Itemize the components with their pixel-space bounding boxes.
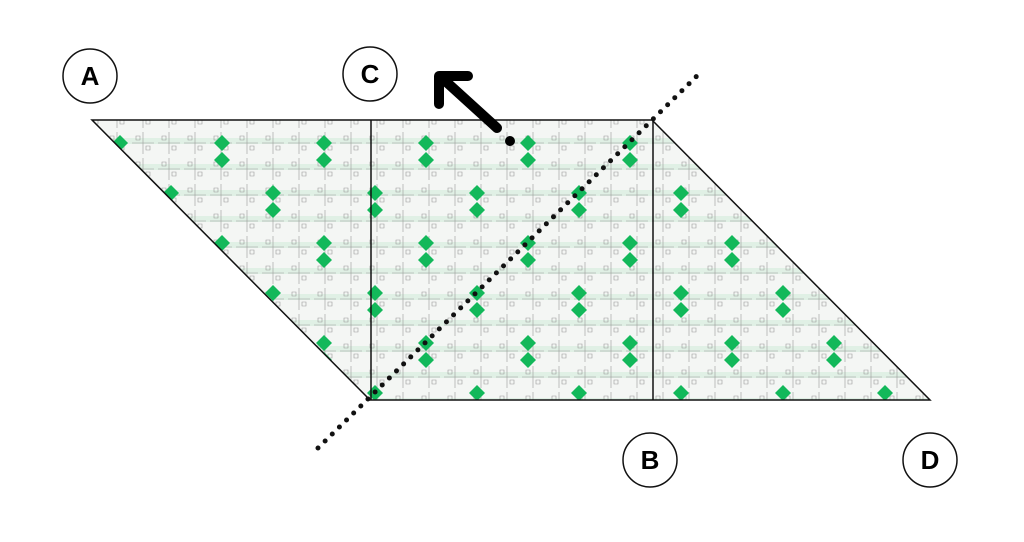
- green-diamond: [112, 252, 128, 268]
- green-diamond: [520, 335, 536, 351]
- green-diamond: [112, 335, 128, 351]
- green-diamond: [418, 235, 434, 251]
- green-diamond: [571, 302, 587, 318]
- green-diamond: [10, 335, 26, 351]
- green-diamond: [418, 252, 434, 268]
- green-diamond: [622, 352, 638, 368]
- green-diamond: [316, 252, 332, 268]
- svg-text:D: D: [921, 445, 940, 475]
- label-b: B: [622, 432, 678, 488]
- green-diamond: [316, 152, 332, 168]
- green-diamond: [61, 202, 77, 218]
- green-diamond: [928, 252, 930, 268]
- green-diamond: [316, 135, 332, 151]
- green-diamond: [826, 252, 842, 268]
- green-diamond: [316, 335, 332, 351]
- label-d: D: [902, 432, 958, 488]
- green-diamond: [775, 302, 791, 318]
- green-diamond: [163, 385, 179, 400]
- green-diamond: [214, 352, 230, 368]
- green-diamond: [928, 235, 930, 251]
- green-diamond: [10, 152, 26, 168]
- green-diamond: [10, 252, 26, 268]
- green-diamond: [775, 185, 791, 201]
- green-diamond: [673, 185, 689, 201]
- green-diamond: [826, 335, 842, 351]
- green-diamond: [673, 302, 689, 318]
- dotted-diagonal: [315, 67, 706, 451]
- green-diamond: [724, 235, 740, 251]
- green-diamond: [418, 152, 434, 168]
- green-diamond: [826, 135, 842, 151]
- green-diamond: [214, 135, 230, 151]
- green-diamond: [673, 385, 689, 400]
- green-diamond: [469, 302, 485, 318]
- green-diamond: [622, 152, 638, 168]
- green-diamond: [61, 302, 77, 318]
- green-diamond: [877, 385, 893, 400]
- green-diamond: [520, 352, 536, 368]
- green-diamond: [877, 302, 893, 318]
- green-diamond: [571, 285, 587, 301]
- green-diamond: [163, 302, 179, 318]
- green-diamond: [928, 352, 930, 368]
- green-diamond: [265, 185, 281, 201]
- label-c: C: [342, 46, 398, 102]
- green-diamond: [826, 152, 842, 168]
- green-diamond: [112, 235, 128, 251]
- green-diamond: [673, 202, 689, 218]
- green-diamond: [418, 135, 434, 151]
- green-diamond: [622, 252, 638, 268]
- green-diamond: [10, 235, 26, 251]
- green-diamond: [520, 152, 536, 168]
- green-diamond: [724, 252, 740, 268]
- green-diamond: [163, 285, 179, 301]
- green-diamond: [724, 335, 740, 351]
- green-diamond: [877, 285, 893, 301]
- green-diamond: [724, 352, 740, 368]
- green-diamond: [469, 385, 485, 400]
- green-diamond: [520, 135, 536, 151]
- svg-text:C: C: [361, 59, 380, 89]
- green-diamond: [775, 202, 791, 218]
- green-diamond: [775, 385, 791, 400]
- green-diamond: [265, 285, 281, 301]
- green-diamond: [622, 235, 638, 251]
- green-diamond: [316, 235, 332, 251]
- green-diamond: [469, 202, 485, 218]
- arrow-up-left-icon: [434, 71, 515, 146]
- svg-text:B: B: [641, 445, 660, 475]
- green-diamond: [214, 152, 230, 168]
- label-a: A: [62, 48, 118, 104]
- green-diamond: [418, 352, 434, 368]
- svg-text:A: A: [81, 61, 100, 91]
- green-diamond: [724, 135, 740, 151]
- green-diamond: [10, 135, 26, 151]
- green-diamond: [10, 352, 26, 368]
- green-diamond: [61, 185, 77, 201]
- green-diamond: [265, 385, 281, 400]
- green-diamond: [928, 135, 930, 151]
- green-diamond: [928, 335, 930, 351]
- green-diamond: [826, 235, 842, 251]
- green-diamond: [622, 335, 638, 351]
- green-diamond: [112, 352, 128, 368]
- green-diamond: [877, 185, 893, 201]
- green-diamond: [928, 152, 930, 168]
- green-diamond: [826, 352, 842, 368]
- parallelogram-outline: [90, 119, 932, 401]
- green-diamond: [265, 202, 281, 218]
- green-diamond: [877, 202, 893, 218]
- green-diamond: [214, 335, 230, 351]
- green-diamond: [571, 202, 587, 218]
- green-diamond: [673, 285, 689, 301]
- green-diamond: [469, 185, 485, 201]
- green-diamond: [775, 285, 791, 301]
- green-diamond: [61, 385, 77, 401]
- green-diamond: [571, 385, 587, 400]
- green-diamond: [61, 285, 77, 301]
- green-diamond: [724, 152, 740, 168]
- green-diamond: [520, 252, 536, 268]
